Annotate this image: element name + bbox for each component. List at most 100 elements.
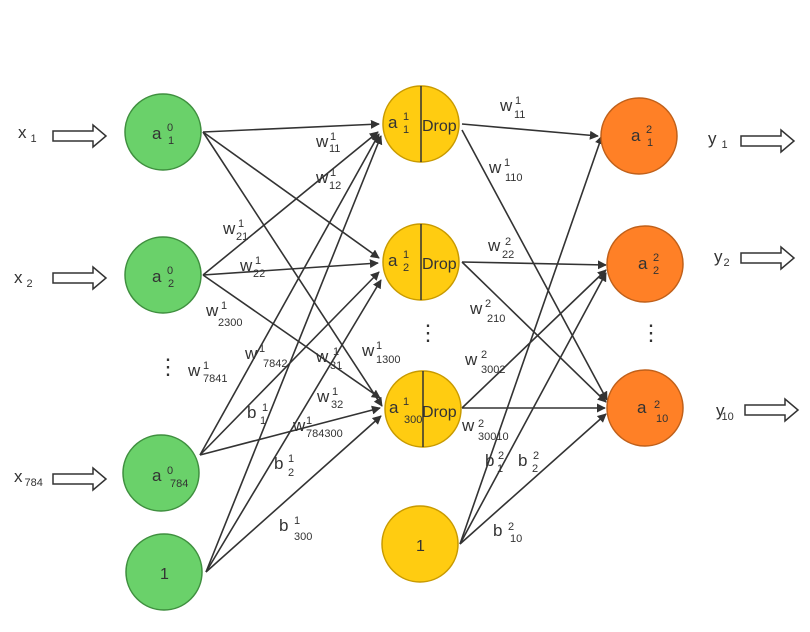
bias-label-sub: 2 bbox=[288, 467, 294, 479]
hidden-node-labels: a 1 1 Drop a 1 2 Drop a 1 300 Drop 1 bbox=[388, 111, 457, 555]
weight-label-sup: 1 bbox=[376, 340, 382, 352]
node-label-main: a bbox=[388, 113, 398, 132]
weight-label-sup: 2 bbox=[478, 418, 484, 430]
dropout-label: Drop bbox=[422, 256, 457, 273]
bias-label-main: b bbox=[518, 451, 527, 470]
weight-label-main: w bbox=[222, 219, 236, 238]
input-label-main: x bbox=[18, 123, 27, 142]
input-bias-label: 1 bbox=[160, 566, 169, 583]
weight-label-sup: 1 bbox=[203, 360, 209, 372]
output-layer bbox=[600, 97, 684, 447]
svg-text:x1: x1 bbox=[18, 123, 37, 145]
weight-label-main: w bbox=[361, 341, 375, 360]
weight-label-sup: 2 bbox=[485, 298, 491, 310]
output-arrows bbox=[740, 128, 800, 423]
node-label-sub: 2 bbox=[653, 265, 659, 277]
edge-b1-o1 bbox=[459, 135, 604, 545]
weight-label-sub: 21 bbox=[236, 231, 248, 243]
weight-label-sub: 784300 bbox=[306, 428, 343, 440]
weight-label-main: w bbox=[187, 361, 201, 380]
edge-a01-h2 bbox=[202, 131, 380, 259]
node-label-sub: 1 bbox=[647, 137, 653, 149]
node-label-sub: 1 bbox=[168, 135, 174, 147]
weight-label-sub: 2300 bbox=[218, 317, 242, 329]
bias-label-sub: 2 bbox=[532, 463, 538, 475]
bias-labels-layer1: b 1 1 b 1 2 b 1 300 bbox=[247, 402, 312, 543]
weight-label-sup: 1 bbox=[333, 346, 339, 358]
output-label-sub: 1 bbox=[722, 139, 728, 151]
weight-label-main: w bbox=[499, 96, 513, 115]
node-label-sub: 10 bbox=[656, 413, 668, 425]
bias-label-main: b bbox=[274, 454, 283, 473]
node-label-main: a bbox=[637, 398, 647, 417]
weight-label-sup: 1 bbox=[504, 157, 510, 169]
node-label-main: a bbox=[388, 251, 398, 270]
weight-label-sup: 2 bbox=[481, 349, 487, 361]
node-label-sup: 1 bbox=[403, 111, 409, 123]
output-node-2 bbox=[606, 225, 684, 303]
weight-label-main: w bbox=[464, 350, 478, 369]
node-label-sub: 784 bbox=[170, 478, 188, 490]
node-label-sub: 2 bbox=[168, 278, 174, 290]
weight-label-main: w bbox=[205, 301, 219, 320]
input-label-sub: 784 bbox=[25, 477, 43, 489]
input-label-main: x bbox=[14, 467, 23, 486]
bias-label-sub: 1 bbox=[260, 415, 266, 427]
edge-h1-o1 bbox=[461, 123, 599, 140]
edge-b0-h1 bbox=[205, 135, 383, 573]
node-label-sup: 2 bbox=[653, 252, 659, 264]
input-bias-node bbox=[125, 533, 203, 611]
node-label-sup: 2 bbox=[654, 399, 660, 411]
node-label-sup: 1 bbox=[403, 249, 409, 261]
weight-label-main: w bbox=[244, 344, 258, 363]
input-node-labels: a 0 1 a 0 2 a 0 784 1 bbox=[152, 122, 188, 583]
output-label-sub: 10 bbox=[722, 411, 734, 423]
weight-label-sup: 1 bbox=[330, 167, 336, 179]
bias-label-sup: 1 bbox=[294, 515, 300, 527]
weight-label-sub: 11 bbox=[329, 143, 340, 155]
bias-label-sup: 2 bbox=[498, 450, 504, 462]
edge-a02-h3 bbox=[202, 274, 381, 399]
weight-label-main: w bbox=[487, 236, 501, 255]
edge-b1-o3 bbox=[459, 413, 607, 545]
output-arrow-1 bbox=[740, 128, 796, 154]
weight-labels-layer1: w 1 11 w 1 12 w 1 21 w 1 22 w 1 2300 w 1… bbox=[187, 131, 400, 440]
edge-a02-h1 bbox=[202, 131, 379, 276]
node-label-sub: 300 bbox=[404, 414, 422, 426]
weight-label-main: w bbox=[315, 347, 329, 366]
node-label-sup: 2 bbox=[646, 124, 652, 136]
weight-label-sup: 1 bbox=[238, 218, 244, 230]
bias-label-sup: 1 bbox=[262, 402, 268, 414]
edge-b1-o2 bbox=[459, 272, 607, 545]
node-label-sup: 0 bbox=[167, 265, 173, 277]
bias-label-sub: 300 bbox=[294, 531, 312, 543]
output-arrow-3 bbox=[744, 397, 800, 423]
weight-label-main: w bbox=[239, 256, 253, 275]
dropout-label: Drop bbox=[422, 404, 457, 421]
edges-layer2 bbox=[459, 123, 608, 545]
hidden-layer bbox=[381, 85, 462, 583]
output-label-main: y bbox=[716, 401, 725, 420]
bias-labels-layer2: b 2 1 b 2 2 b 2 10 bbox=[485, 450, 539, 545]
weight-label-main: w bbox=[316, 387, 330, 406]
svg-text:a: a bbox=[152, 267, 162, 286]
weight-label-sub: 31 bbox=[330, 360, 342, 372]
weight-labels-layer2: w 1 11 w 1 110 w 2 22 w 2 210 w 2 3002 w… bbox=[461, 95, 525, 443]
node-label-main: a bbox=[152, 267, 162, 286]
edges-layer1 bbox=[199, 119, 383, 573]
weight-label-sub: 3002 bbox=[481, 364, 505, 376]
output-node-10 bbox=[606, 369, 684, 447]
output-label-main: y bbox=[708, 129, 717, 148]
edge-h1-o3 bbox=[461, 129, 608, 401]
svg-text:a: a bbox=[152, 124, 162, 143]
weight-label-sub: 12 bbox=[329, 180, 341, 192]
ellipses: ⋮ ⋮ ⋮ bbox=[157, 320, 662, 379]
weight-label-main: w bbox=[292, 416, 306, 435]
edge-h2-o2 bbox=[461, 260, 607, 270]
weight-label-sub: 30010 bbox=[478, 431, 509, 443]
input-label-sub: 2 bbox=[27, 278, 33, 290]
dropout-label: Drop bbox=[422, 118, 457, 135]
bias-label-main: b bbox=[485, 451, 494, 470]
edge-a01-h1 bbox=[202, 119, 380, 133]
